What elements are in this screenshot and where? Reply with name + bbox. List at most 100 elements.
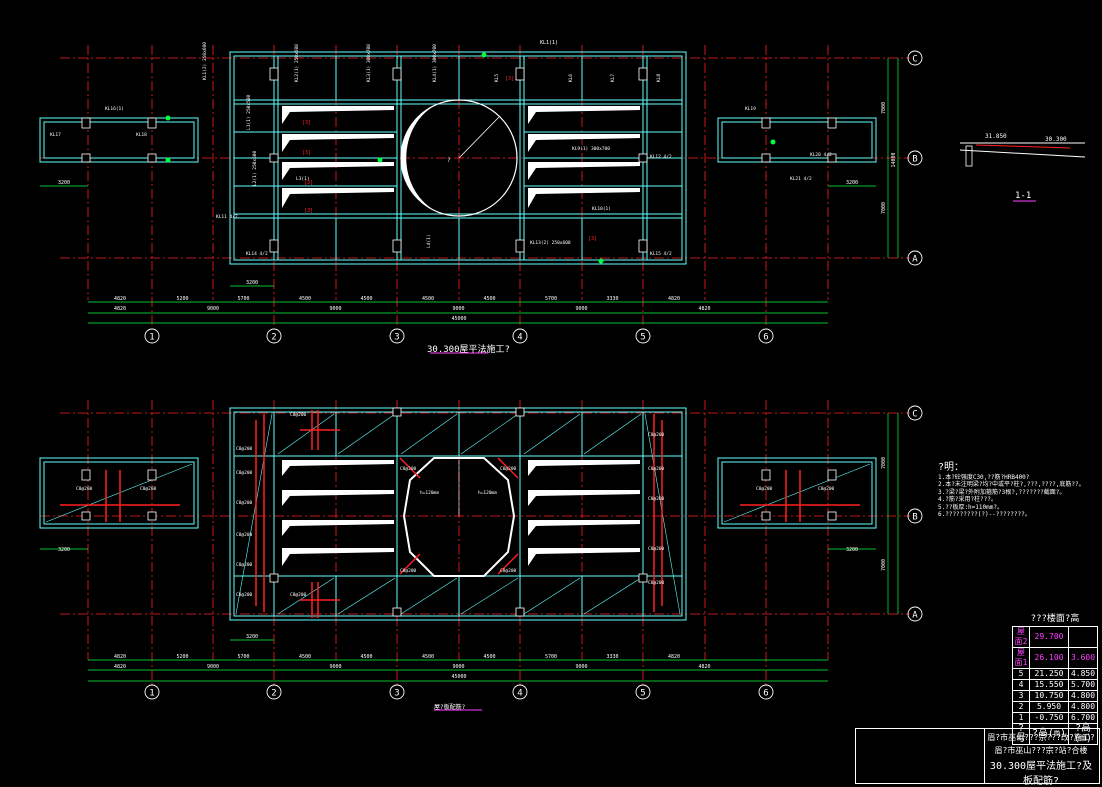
plan_top-dim-row1-4: 4500 [360,296,372,302]
design-notes: ?明： 1.本?砼强度C30,??筋?HRB400?2.本?未注明梁?均?中或平… [938,462,1085,518]
plan_bottom-dim-row2-5: 4820 [698,664,710,670]
plan_bottom-dim-row1-6: 4500 [483,654,495,660]
plan_top-dim-row1-0: 4820 [114,296,126,302]
level-cell-h: 5.950 [1029,701,1069,713]
plan_top-dim-row1-7: 5700 [545,296,557,302]
plan_bottom-dim-row1-9: 4820 [668,654,680,660]
plan-top-dim-left-wing: 3200 [58,180,70,186]
level-cell-h: 29.700 [1029,626,1069,648]
notes-line: 6.?????????(?)--????????。 [938,511,1031,519]
axis-bubble-1-top-circle [144,328,160,344]
plan_bottom-dim-row2-0: 4820 [114,664,126,670]
level-cell-s: 4.850 [1068,668,1098,680]
plan_bottom-dim-row2-4: 9000 [575,664,587,670]
level-cell-s: 3.600 [1068,647,1098,669]
svg-text:C8@200: C8@200 [236,562,253,568]
level-cell-f: 屋面2 [1012,626,1030,648]
plan_bottom-dim-row2-2: 9000 [329,664,341,670]
top-circular-opening: ? [400,99,518,217]
plan_top-dim-row1-6: 4500 [483,296,495,302]
svg-text:?: ? [447,157,451,164]
axis-bubble-4-top: 4 [517,333,522,343]
svg-text:L1(1) 250x500: L1(1) 250x500 [246,94,252,130]
axis-bubble-3-bottom: 3 [394,689,399,699]
svg-text:[3]: [3] [304,180,313,186]
section-label: 1-1 [1015,191,1031,201]
notes-heading: ?明： [938,462,965,473]
level-cell-f: 2 [1012,701,1030,713]
section-elev-2: 30.300 [1045,136,1067,143]
plan_top-dim-row1-9: 4820 [668,296,680,302]
svg-text:KL15 4/2: KL15 4/2 [650,251,672,257]
axis-bubble-3-top: 3 [394,333,399,343]
axis-bubble-5-top: 5 [640,333,645,343]
drawing-name: 30.300屋平法施工?及板配筋? [989,761,1093,787]
plan-bottom-dim-small: 3200 [246,634,258,640]
bottom-slab-diagonals [45,413,871,615]
svg-text:KL18: KL18 [136,132,147,138]
svg-text:C8@200: C8@200 [648,466,665,472]
plan_bottom-dim-row1-1: 5200 [176,654,188,660]
plan-bottom-slab-reinforcement: C8@200 C8@200 C8@200 C8@200 C8@200 C8@20… [39,400,910,711]
svg-text:C8@200: C8@200 [400,568,417,574]
svg-text:KL1(2) 250x600: KL1(2) 250x600 [202,42,208,80]
axis-bubble-1-bottom-circle [144,684,160,700]
axis-bubble-1-bottom: 1 [149,689,154,699]
svg-text:C8@200: C8@200 [140,486,157,492]
bottom-columns [81,407,837,617]
axis-bubble-A-bottom-circle [907,606,923,622]
svg-text:L2(1) 250x500: L2(1) 250x500 [252,150,258,186]
bottom-rebar-labels: C8@200 C8@200 C8@200 C8@200 C8@200 C8@20… [76,412,835,598]
axis-bubble-2-top-circle [266,328,282,344]
building-name: 眉?市巫山???宗?站?合楼 [994,746,1088,755]
notes-lines: 1.本?砼强度C30,??筋?HRB400?2.本?未注明梁?均?中或平?柱?,… [938,474,1085,518]
axis-bubble-5-bottom: 5 [640,689,645,699]
svg-text:KL7: KL7 [610,74,616,82]
svg-text:C8@200: C8@200 [500,568,517,574]
axis-bubble-B-bottom-circle [907,508,923,524]
svg-text:KL5: KL5 [494,74,500,82]
notes-line: 2.本?未注明梁?均?中或平?柱?,???,????,底筋??。 [938,481,1085,489]
plan_bottom-dim-total: 45000 [451,674,466,680]
top-header-label: KL1(1) [540,40,558,46]
plan_top-dim-row1-5: 4500 [422,296,434,302]
axis-bubble-6-top-circle [758,328,774,344]
svg-text:L3(1): L3(1) [296,176,310,182]
axis-bubble-4-bottom-circle [512,684,528,700]
axis-bubble-2-top: 2 [271,333,276,343]
svg-text:C8@200: C8@200 [236,592,253,598]
axis-bubble-2-bottom: 2 [271,689,276,699]
plan_bottom-dim-row1-7: 5700 [545,654,557,660]
svg-text:KL13(2) 250x600: KL13(2) 250x600 [530,240,571,246]
svg-text:[3]: [3] [302,120,311,126]
project-name: 眉?市巫山???宗???改?施工? [987,733,1095,742]
top-red-marks: [3] [3] [3] [3] [3] [3] [302,76,597,242]
svg-text:KL8: KL8 [656,74,662,82]
plan_top-dim-row1-8: 3330 [606,296,618,302]
plan-top-right-label: 14000 [891,152,897,167]
plan_top-dim-row1-3: 4500 [299,296,311,302]
opening-label-2: h=120mm [478,490,497,496]
level-cell-s: 6.700 [1068,712,1098,724]
notes-line: 4.?筋?采用?柱???。 [938,496,997,504]
plan-bottom-dim-right-wing: 3200 [846,547,858,553]
svg-text:[3]: [3] [304,208,313,214]
plan_top-dim-total: 45000 [451,316,466,322]
svg-text:KL21 4/2: KL21 4/2 [790,176,812,182]
level-cell-h: 21.250 [1029,668,1069,680]
level-cell-f: 1 [1012,712,1030,724]
plan-top-beam-layout: ? KL1(2) 250x600 KL2(1) 250x600 KL3(1) 3… [39,42,910,354]
axis-bubble-A-top: A [912,255,918,265]
axis-bubble-C-bottom: C [912,410,917,420]
plan-top-dim-small: 3200 [246,280,258,286]
plan-top-dim-right-wing: 3200 [846,180,858,186]
plan_bottom-dim-row1-3: 4500 [299,654,311,660]
axis-bubble-6-top: 6 [763,333,768,343]
